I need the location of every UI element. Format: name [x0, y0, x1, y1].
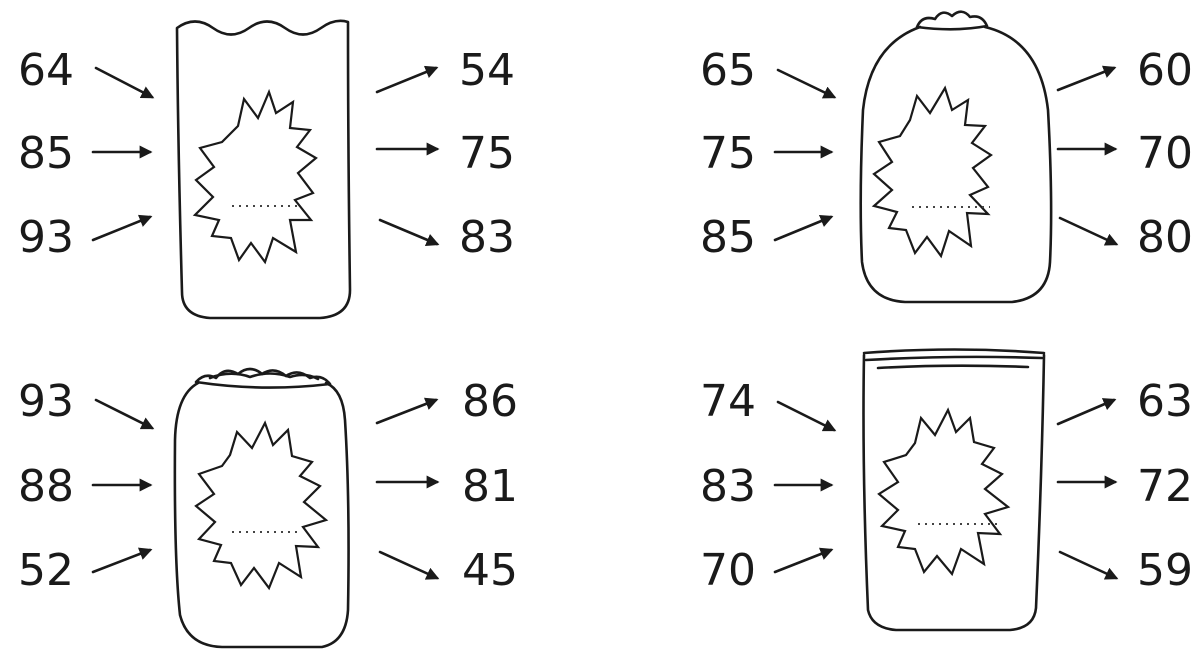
machine-1-out-arrow-1: [377, 68, 436, 92]
machine-1-input-3: 93: [18, 212, 74, 263]
machine-4-out-arrow-3: [1060, 552, 1116, 578]
machine-1-out-arrow-3: [380, 220, 437, 244]
machine-3-input-3: 52: [18, 545, 74, 596]
machine-1-input-1: 64: [18, 45, 74, 96]
machine-4-in-arrow-1: [778, 402, 834, 430]
machine-2-in-arrow-3: [775, 217, 831, 240]
machine-4-starburst: [879, 410, 1008, 574]
machine-4-input-1: 74: [700, 376, 756, 427]
machine-4-bag: [864, 355, 1045, 630]
machine-3-out-arrow-3: [380, 552, 437, 578]
machine-1-in-arrow-1: [96, 68, 152, 97]
machine-2-input-2: 75: [700, 128, 756, 179]
machine-2-in-arrow-1: [778, 70, 834, 97]
machine-2: 65 75 85 60 70 80: [700, 12, 1193, 302]
machine-3: 93 88 52 86 81 45: [18, 369, 518, 647]
machine-4-output-1: 63: [1137, 376, 1193, 427]
machine-2-out-arrow-3: [1060, 218, 1116, 244]
machine-4-input-2: 83: [700, 461, 756, 512]
machine-2-out-arrow-1: [1058, 68, 1114, 90]
machine-2-output-1: 60: [1137, 45, 1193, 96]
machine-2-knot: [917, 12, 987, 30]
machine-1-starburst: [195, 92, 316, 262]
machine-3-output-3: 45: [462, 545, 518, 596]
machine-3-in-arrow-3: [93, 550, 150, 572]
machine-4-input-3: 70: [700, 545, 756, 596]
machine-1-output-3: 83: [459, 212, 515, 263]
machine-1-output-2: 75: [459, 128, 515, 179]
machine-1-in-arrow-3: [93, 217, 150, 240]
machine-2-starburst: [874, 88, 991, 256]
machine-2-output-3: 80: [1137, 212, 1193, 263]
machine-4-in-arrow-3: [775, 550, 831, 572]
machine-1-bag: [177, 21, 350, 318]
machine-1: 64 85 93 54 75 83: [18, 21, 515, 318]
machine-1-output-1: 54: [459, 45, 515, 96]
machine-3-output-1: 86: [462, 376, 518, 427]
machine-3-output-2: 81: [462, 461, 518, 512]
machine-4-output-3: 59: [1137, 545, 1193, 596]
machine-3-in-arrow-1: [96, 400, 152, 428]
machine-4-out-arrow-1: [1058, 400, 1114, 424]
machine-2-input-1: 65: [700, 45, 756, 96]
machine-4: 74 83 70 63 72 59: [700, 350, 1193, 631]
machine-4-rim: [864, 350, 1044, 369]
machine-3-input-1: 93: [18, 376, 74, 427]
machine-4-output-2: 72: [1137, 461, 1193, 512]
machine-2-output-2: 70: [1137, 128, 1193, 179]
machine-3-bag: [175, 383, 349, 647]
machine-3-knot-inner: [210, 374, 318, 380]
machine-1-input-2: 85: [18, 128, 74, 179]
machine-3-out-arrow-1: [377, 400, 436, 423]
machine-2-input-3: 85: [700, 212, 756, 263]
machine-3-starburst: [196, 423, 326, 588]
machine-3-input-2: 88: [18, 461, 74, 512]
machine-3-knot: [196, 369, 330, 388]
